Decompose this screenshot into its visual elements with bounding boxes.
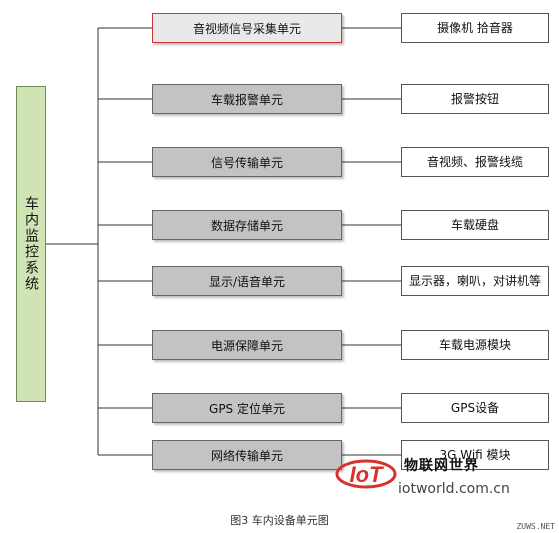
device-box: GPS设备 [401, 393, 549, 423]
iotworld-logo-icon: IoT [335, 459, 397, 489]
unit-box: 车载报警单元 [152, 84, 342, 114]
unit-box: 网络传输单元 [152, 440, 342, 470]
figure-caption: 图3 车内设备单元图 [230, 514, 329, 527]
watermark-url: iotworld.com.cn [398, 481, 510, 497]
device-box: 音视频、报警线缆 [401, 147, 549, 177]
device-box: 3G Wifi 模块 [401, 440, 549, 470]
device-box: 摄像机 拾音器 [401, 13, 549, 43]
unit-box: GPS 定位单元 [152, 393, 342, 423]
unit-box: 音视频信号采集单元 [152, 13, 342, 43]
device-box: 显示器，喇叭，对讲机等 [401, 266, 549, 296]
device-box: 车载硬盘 [401, 210, 549, 240]
corner-watermark: ZUWS.NET [516, 522, 555, 531]
device-box: 车载电源模块 [401, 330, 549, 360]
device-box: 报警按钮 [401, 84, 549, 114]
logo-lettering: IoT [350, 462, 385, 487]
unit-box: 信号传输单元 [152, 147, 342, 177]
unit-box: 数据存储单元 [152, 210, 342, 240]
root-system-box: 车内监控系统 [16, 86, 46, 402]
unit-box: 显示/语音单元 [152, 266, 342, 296]
watermark-name: 物联网世界 [404, 458, 479, 474]
unit-box: 电源保障单元 [152, 330, 342, 360]
